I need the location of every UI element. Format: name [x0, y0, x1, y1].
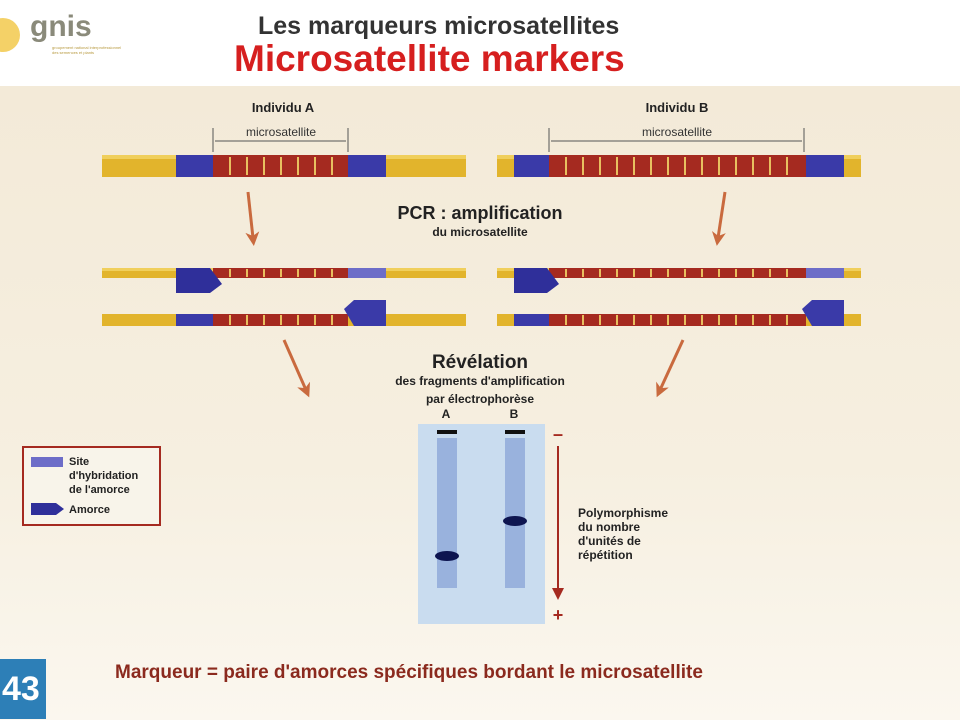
revelation-title: Révélation	[432, 352, 528, 373]
microsatellite-label-a: microsatellite	[246, 125, 316, 139]
logo-subtitle: groupement national interprofessionnel d…	[52, 45, 122, 55]
single-strand-b-lower	[497, 314, 861, 326]
polymorphism-line-1: Polymorphisme	[578, 506, 668, 520]
single-strand-a-lower	[102, 314, 466, 326]
band-a	[435, 551, 459, 561]
slide-number: 43	[0, 659, 46, 719]
logo: gnis	[30, 10, 92, 43]
polymorphism-line-2: du nombre	[578, 520, 640, 534]
arrow-pcr-a	[245, 191, 260, 246]
dna-strand-a	[102, 155, 466, 177]
band-b	[503, 516, 527, 526]
pcr-title: PCR : amplification	[397, 203, 562, 223]
arrow-revelation-b	[656, 339, 685, 398]
lane-a-smear	[437, 438, 457, 588]
well-b	[505, 430, 525, 434]
migration-arrowhead	[552, 588, 564, 600]
primer-reverse-a	[344, 300, 386, 326]
title-french: Les marqueurs microsatellites	[258, 12, 620, 40]
lane-a-label: A	[442, 407, 451, 421]
revelation-line2: par électrophorèse	[426, 392, 534, 406]
legend-site-line-1: Site	[69, 456, 89, 468]
polymorphism-line-3: d'unités de	[578, 534, 641, 548]
title-english: Microsatellite markers	[234, 38, 625, 79]
individual-b-label: Individu B	[646, 100, 709, 115]
pcr-subtitle: du microsatellite	[432, 225, 528, 239]
minus-sign: –	[553, 424, 563, 444]
legend-site-swatch	[31, 457, 63, 467]
individual-a-label: Individu A	[252, 100, 315, 115]
dna-strand-b	[497, 155, 861, 177]
legend-primer-swatch	[31, 503, 64, 515]
primer-forward-a	[176, 268, 222, 293]
revelation-line1: des fragments d'amplification	[395, 374, 565, 388]
legend-site-line-2: d'hybridation	[69, 470, 139, 482]
lane-b-smear	[505, 438, 525, 588]
single-strand-b-upper	[497, 268, 861, 278]
microsatellite-span-a	[212, 128, 349, 152]
header: gnis groupement national interprofession…	[0, 0, 960, 86]
lane-b-label: B	[510, 407, 519, 421]
logo-mark	[0, 18, 20, 52]
arrow-revelation-a	[282, 339, 310, 398]
legend-primer-label: Amorce	[69, 504, 110, 516]
polymorphism-line-4: répétition	[578, 548, 633, 562]
primer-forward-b	[514, 268, 559, 293]
primer-reverse-b	[802, 300, 844, 326]
well-a	[437, 430, 457, 434]
single-strand-a-upper	[102, 268, 466, 278]
microsatellite-label-b: microsatellite	[642, 125, 712, 139]
microsatellite-span-b	[548, 128, 805, 152]
conclusion-text: Marqueur = paire d'amorces spécifiques b…	[115, 662, 703, 683]
arrow-pcr-b	[711, 191, 727, 246]
plus-sign: +	[553, 605, 564, 625]
legend-site-line-3: de l'amorce	[69, 484, 130, 496]
